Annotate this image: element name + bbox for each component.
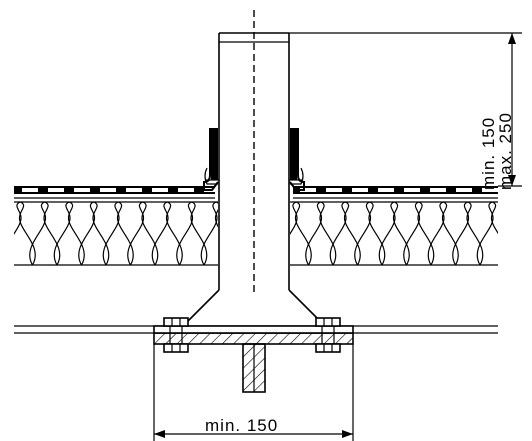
anchor-bolt-left [163, 317, 189, 353]
width-min-label: min. 150 [205, 416, 278, 435]
insulation-wave [151, 202, 183, 265]
membrane-dash [482, 188, 498, 192]
membrane-dash [378, 188, 394, 192]
membrane-dash [430, 188, 446, 192]
insulation-wave [226, 202, 256, 265]
membrane-dash [300, 188, 316, 192]
insulation-wave [403, 202, 435, 265]
insulation-wave [102, 202, 134, 265]
membrane-dash [178, 188, 194, 192]
insulation-wave [427, 202, 459, 265]
pipe-flashing [203, 128, 305, 191]
insulation-wave [329, 202, 361, 265]
membrane-dash [74, 188, 90, 192]
base-flange-plate [153, 325, 354, 393]
roof-membrane-layer [14, 186, 498, 199]
insulation-wave [305, 202, 337, 265]
membrane-dash [456, 188, 472, 192]
height-dimension: min. 150 max. 250 [289, 32, 522, 190]
anchor-bolt-right [315, 317, 341, 353]
membrane-dash [326, 188, 342, 192]
insulation-wave [354, 202, 386, 265]
insulation-wave [502, 202, 532, 265]
membrane-dash [352, 188, 368, 192]
membrane-dash [48, 188, 64, 192]
insulation-wave [53, 202, 85, 265]
insulation-wave [452, 202, 484, 265]
insulation-wave [78, 202, 110, 265]
insulation-wave [127, 202, 159, 265]
insulation-wave [14, 202, 36, 265]
insulation-wave [476, 202, 498, 265]
membrane-dash [126, 188, 142, 192]
height-min-label: min. 150 [479, 117, 498, 190]
insulation-wave [200, 202, 218, 265]
insulation-wave [290, 202, 312, 265]
height-max-label: max. 250 [496, 112, 515, 190]
insulation-wave [176, 202, 208, 265]
insulation-wave [378, 202, 410, 265]
insulation-wave [29, 202, 61, 265]
membrane-dash [404, 188, 420, 192]
membrane-dash [152, 188, 168, 192]
membrane-dash [22, 188, 38, 192]
insulation-layer [14, 201, 532, 266]
width-dimension: min. 150 [153, 344, 354, 441]
membrane-dash [100, 188, 116, 192]
